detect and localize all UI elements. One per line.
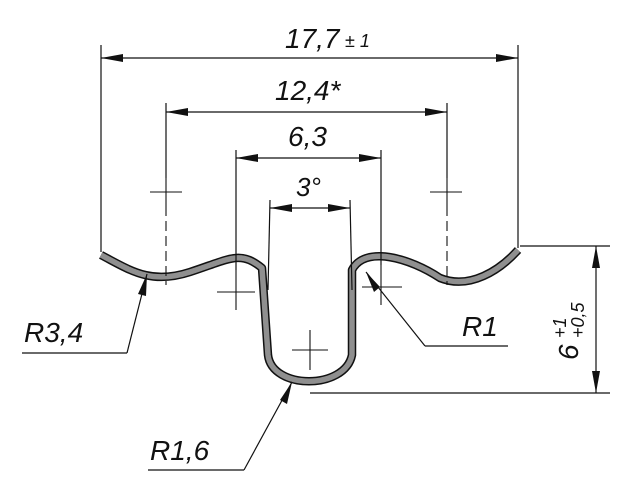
height-tolerance-lower: +0,5 (568, 301, 588, 338)
dimension-overall-width: 17,7 ± 1 (101, 23, 518, 62)
inner-width-label: 12,4* (275, 75, 341, 106)
radius-right-label: R1 (462, 311, 498, 342)
dimension-channel-width: 6,3 (236, 121, 381, 162)
profile-fill (99, 248, 521, 384)
radius-right-callout: R1 (365, 271, 508, 347)
dimension-angle: 3° (270, 172, 350, 212)
radius-left-label: R3,4 (24, 317, 83, 348)
angle-label: 3° (296, 172, 321, 202)
extension-lines (100, 45, 610, 394)
height-tolerance-upper: +1 (550, 317, 570, 338)
overall-width-label: 17,7 (285, 23, 341, 54)
channel-width-label: 6,3 (288, 121, 327, 152)
overall-tolerance-label: ± 1 (345, 31, 370, 51)
profile-strip (99, 247, 522, 386)
dimension-height: 6 +1 +0,5 (550, 246, 600, 393)
height-label: 6 (553, 344, 584, 360)
dimension-inner-width: 12,4* (166, 75, 447, 116)
radius-bottom-label: R1,6 (150, 435, 210, 466)
radius-left-callout: R3,4 (22, 273, 148, 354)
radius-bottom-callout: R1,6 (148, 381, 293, 471)
center-marks (150, 178, 462, 370)
